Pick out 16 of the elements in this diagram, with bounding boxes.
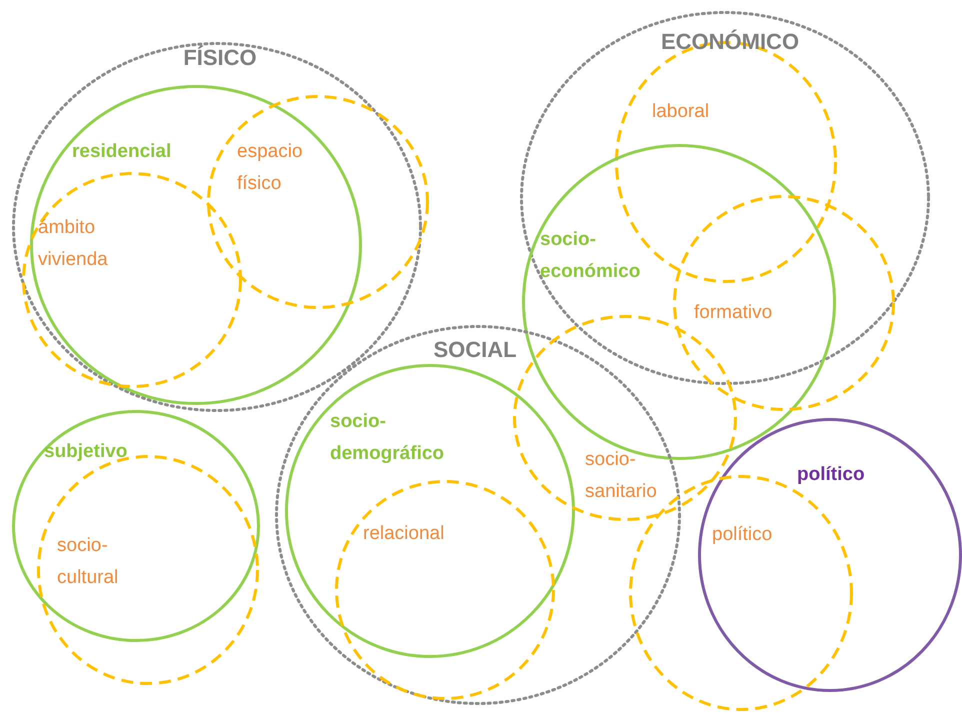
category-label: residencial (72, 140, 172, 164)
category-label: socio-cultural (57, 534, 120, 590)
group-title: SOCIAL (432, 336, 518, 364)
category-label: relacional (363, 522, 446, 546)
category-label: ámbito vivienda (38, 216, 109, 272)
category-label: laboral (652, 100, 710, 124)
category-label: político (712, 523, 774, 547)
group-title: FÍSICO (182, 44, 258, 72)
category-label: socio-demográfico (330, 410, 446, 466)
category-label: socio-sanitario (585, 448, 658, 504)
category-label: político (797, 463, 866, 487)
category-label: formativo (694, 301, 774, 325)
group-title: ECONÓMICO (660, 28, 800, 56)
category-label: socio-económico (540, 228, 642, 284)
category-label: espacio físico (237, 140, 304, 196)
category-label: subjetivo (44, 440, 128, 464)
